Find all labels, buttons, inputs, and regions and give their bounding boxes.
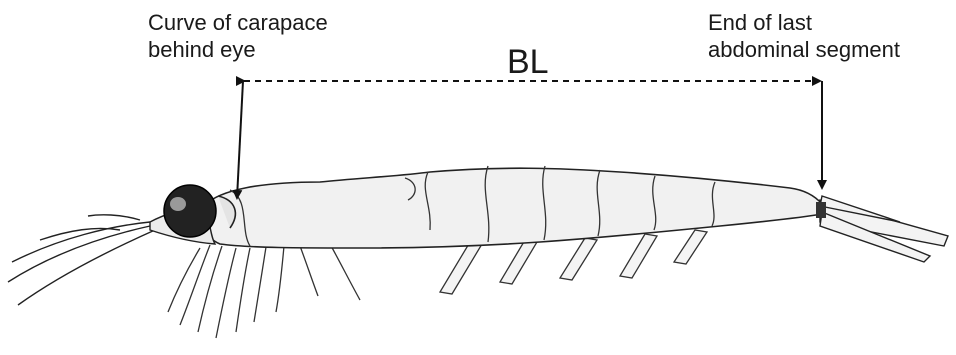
label-abdominal: End of last abdominal segment (708, 9, 900, 63)
label-carapace-line2: behind eye (148, 36, 328, 63)
label-carapace-line1: Curve of carapace (148, 9, 328, 36)
antennae (8, 215, 155, 305)
label-abdominal-line2: abdominal segment (708, 36, 900, 63)
label-abdominal-line1: End of last (708, 9, 900, 36)
krill-body (203, 168, 822, 248)
telson (820, 196, 948, 262)
label-carapace: Curve of carapace behind eye (148, 9, 328, 63)
thoracic-legs (168, 244, 360, 338)
left-arrow (237, 81, 243, 198)
eye-highlight (170, 197, 186, 211)
eye (164, 185, 216, 237)
label-bl: BL (507, 44, 549, 80)
telson-joint (816, 202, 826, 218)
